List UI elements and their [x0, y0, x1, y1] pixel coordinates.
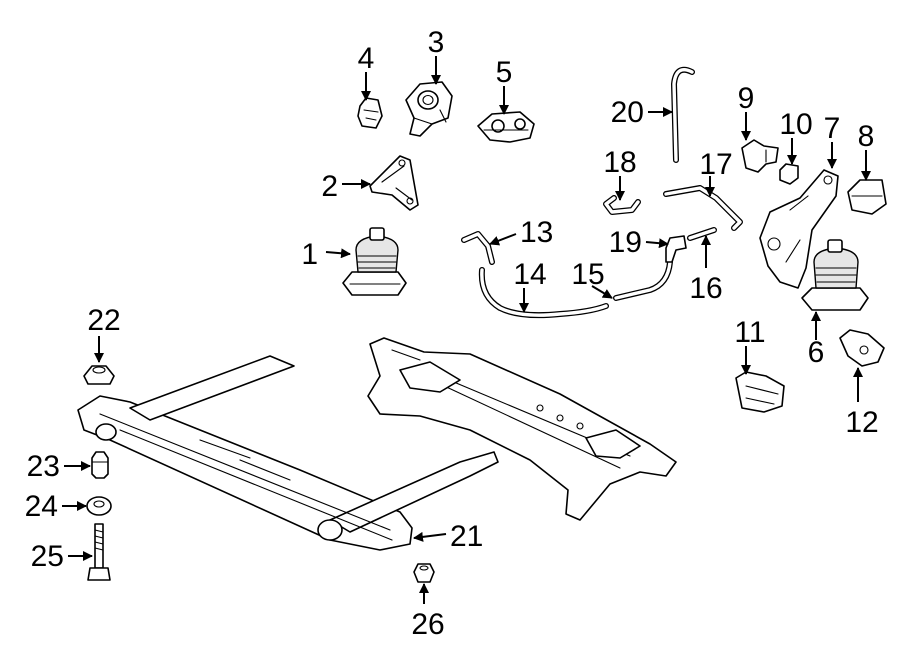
- part-2-bracket[interactable]: [369, 155, 419, 211]
- part-7-bracket[interactable]: [759, 169, 839, 289]
- callout-18[interactable]: 18: [603, 146, 636, 179]
- part-6-engine-mount[interactable]: [801, 239, 869, 311]
- leader-21: [413, 531, 447, 542]
- part-13-hose[interactable]: [461, 231, 495, 265]
- callout-24[interactable]: 24: [25, 490, 58, 523]
- part-17-pipe[interactable]: [663, 185, 743, 231]
- leader-1: [325, 248, 351, 259]
- part-24-washer[interactable]: [86, 496, 112, 516]
- callout-15[interactable]: 15: [571, 258, 604, 291]
- callout-7[interactable]: 7: [824, 112, 841, 145]
- part-5-mount[interactable]: [477, 111, 535, 143]
- part-14-hose[interactable]: [478, 267, 609, 319]
- part-23-bushing[interactable]: [91, 451, 109, 479]
- rear-crossmember: [367, 337, 677, 521]
- callout-3[interactable]: 3: [428, 26, 445, 59]
- leader-19: [645, 238, 669, 249]
- part-19-fitting[interactable]: [665, 235, 687, 263]
- callout-5[interactable]: 5: [496, 56, 513, 89]
- callout-23[interactable]: 23: [27, 450, 60, 483]
- callout-20[interactable]: 20: [611, 96, 644, 129]
- callout-labels: 1 2 3 4 5 6 7 8 9 10 11 12 13 14 15 16 1…: [25, 26, 879, 641]
- part-22-bushing[interactable]: [83, 365, 115, 385]
- callout-4[interactable]: 4: [358, 42, 375, 75]
- callout-16[interactable]: 16: [689, 272, 722, 305]
- part-20-tube[interactable]: [671, 66, 695, 163]
- part-8-damper[interactable]: [847, 179, 887, 215]
- part-15-hose[interactable]: [613, 259, 673, 301]
- part-12-mount[interactable]: [839, 329, 885, 367]
- part-3-upper-mount[interactable]: [405, 81, 453, 137]
- callout-19[interactable]: 19: [609, 226, 642, 259]
- part-11-mount[interactable]: [735, 371, 785, 413]
- part-9-sensor[interactable]: [741, 139, 779, 173]
- callout-9[interactable]: 9: [738, 82, 755, 115]
- part-26-nut[interactable]: [413, 563, 435, 583]
- callout-2[interactable]: 2: [321, 170, 338, 203]
- callout-14[interactable]: 14: [513, 258, 546, 291]
- callout-13[interactable]: 13: [520, 216, 553, 249]
- part-18-hose[interactable]: [603, 195, 641, 215]
- part-16-hose[interactable]: [687, 227, 717, 241]
- callout-6[interactable]: 6: [808, 336, 825, 369]
- callout-25[interactable]: 25: [31, 540, 64, 573]
- callout-21[interactable]: 21: [450, 520, 483, 553]
- callout-17[interactable]: 17: [699, 148, 732, 181]
- callout-12[interactable]: 12: [845, 406, 878, 439]
- leader-lines: [62, 56, 871, 604]
- part-10-block[interactable]: [779, 163, 799, 185]
- part-21-subframe[interactable]: [77, 355, 499, 551]
- callout-11[interactable]: 11: [734, 316, 765, 349]
- part-1-engine-mount[interactable]: [342, 227, 407, 296]
- callout-10[interactable]: 10: [779, 108, 812, 141]
- callout-26[interactable]: 26: [411, 608, 444, 641]
- leader-15: [591, 285, 613, 299]
- part-25-bolt[interactable]: [87, 523, 111, 581]
- part-4-bracket[interactable]: [357, 97, 383, 129]
- leader-13: [489, 233, 517, 246]
- callout-1[interactable]: 1: [301, 238, 318, 271]
- callout-8[interactable]: 8: [858, 120, 875, 153]
- callout-22[interactable]: 22: [87, 304, 120, 337]
